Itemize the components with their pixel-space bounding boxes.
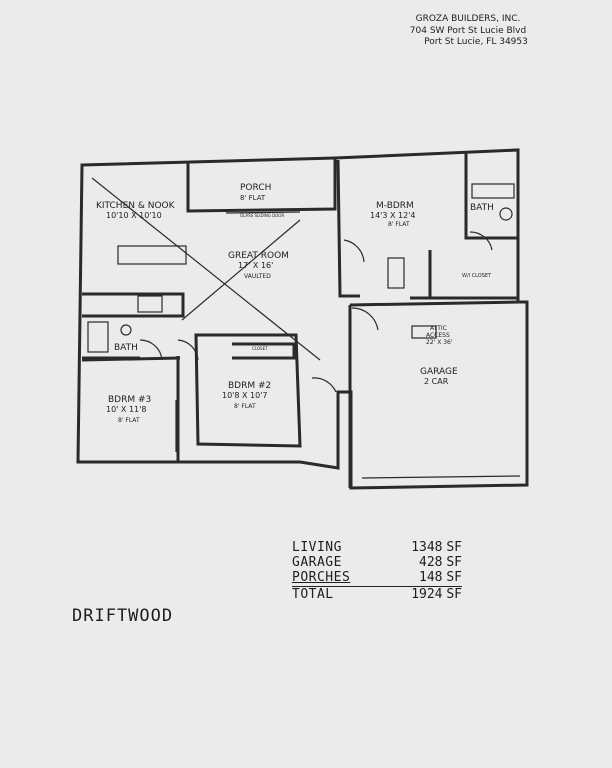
area-value: 1924: [411, 587, 443, 602]
door-swing: [177, 339, 199, 361]
bdrm3-note: 8' FLAT: [118, 417, 140, 424]
area-unit: SF: [446, 540, 462, 555]
master-toilet: [499, 207, 513, 221]
great-room-name: GREAT ROOM: [228, 251, 289, 261]
area-value: 428: [419, 555, 443, 570]
kitchen-island: [117, 245, 187, 265]
bdrm2-note: 8' FLAT: [234, 403, 256, 410]
master-size: 14'3 X 12'4: [370, 211, 416, 220]
area-value: 148: [419, 570, 443, 585]
builder-name: GROZA BUILDERS, INC.: [415, 14, 521, 24]
area-row-living: LIVING 1348 SF: [292, 540, 462, 555]
kitchen-size: 10'10 X 10'10: [106, 211, 162, 220]
model-name: DRIFTWOOD: [72, 606, 174, 626]
area-summary: LIVING 1348 SF GARAGE 428 SF PORCHES 148…: [292, 540, 462, 602]
area-unit: SF: [446, 570, 462, 585]
bdrm2-size: 10'8 X 10'7: [222, 391, 268, 400]
builder-address: 704 SW Port St Lucie Blvd: [409, 26, 527, 36]
access-label: ACCESS: [426, 332, 450, 339]
area-row-total: TOTAL 1924 SF: [292, 586, 462, 602]
porch-wall: [186, 158, 337, 213]
bdrm3-name: BDRM #3: [108, 395, 151, 405]
area-row-porches: PORCHES 148 SF: [292, 570, 462, 585]
area-label: PORCHES: [292, 570, 351, 585]
porch-note: 8' FLAT: [240, 194, 266, 202]
great-room-note: VAULTED: [244, 273, 271, 280]
door-swing: [139, 339, 163, 361]
garage-door: [361, 475, 521, 479]
sliding-door-label: GLASS SLIDING DOOR: [240, 213, 284, 218]
kitchen-name: KITCHEN & NOOK: [96, 201, 176, 211]
master-tub: [471, 183, 515, 199]
attic-size: 22' X 36': [426, 339, 453, 346]
area-unit: SF: [446, 555, 462, 570]
kitchen-wall: [82, 292, 185, 318]
sliding-door: [225, 211, 301, 214]
garage-sub: 2 CAR: [424, 377, 449, 386]
door-swing: [469, 231, 493, 251]
door-swing: [351, 307, 379, 331]
door-swing: [343, 239, 365, 263]
master-west-wall: [336, 159, 360, 298]
porch-name: PORCH: [240, 183, 271, 193]
vanity: [387, 257, 405, 289]
range: [137, 295, 163, 313]
door-swing: [311, 377, 337, 393]
tub: [87, 321, 109, 353]
garage-name: GARAGE: [420, 367, 458, 377]
bath-name: BATH: [114, 343, 138, 353]
area-unit: SF: [446, 587, 462, 602]
vault-line: [181, 219, 301, 321]
bdrm3-north-wall: [81, 356, 181, 362]
area-label: GARAGE: [292, 555, 342, 570]
attic-access: [411, 325, 437, 339]
master-note: 8' FLAT: [388, 221, 410, 228]
builder-city: Port St Lucie, FL 34953: [424, 37, 528, 47]
area-label: LIVING: [292, 540, 342, 555]
great-room-size: 17' X 16': [238, 261, 273, 270]
attic-label: ATTIC: [430, 325, 447, 332]
bdrm2-name: BDRM #2: [228, 381, 271, 391]
toilet: [120, 324, 132, 336]
area-label: TOTAL: [292, 587, 334, 602]
closet-wall: [232, 342, 296, 360]
bdrm2-walls: [194, 333, 302, 448]
area-row-garage: GARAGE 428 SF: [292, 555, 462, 570]
closet-label: CLOSET: [252, 346, 268, 351]
master-bath-wall: [464, 152, 518, 240]
master-bath-name: BATH: [470, 203, 494, 213]
bdrm3-size: 10' X 11'8: [106, 405, 146, 414]
garage-north-wall: [349, 300, 521, 307]
area-value: 1348: [411, 540, 443, 555]
master-name: M-BDRM: [376, 201, 414, 211]
vault-line: [91, 177, 321, 361]
wic-name: W/I CLOSET: [462, 273, 492, 279]
